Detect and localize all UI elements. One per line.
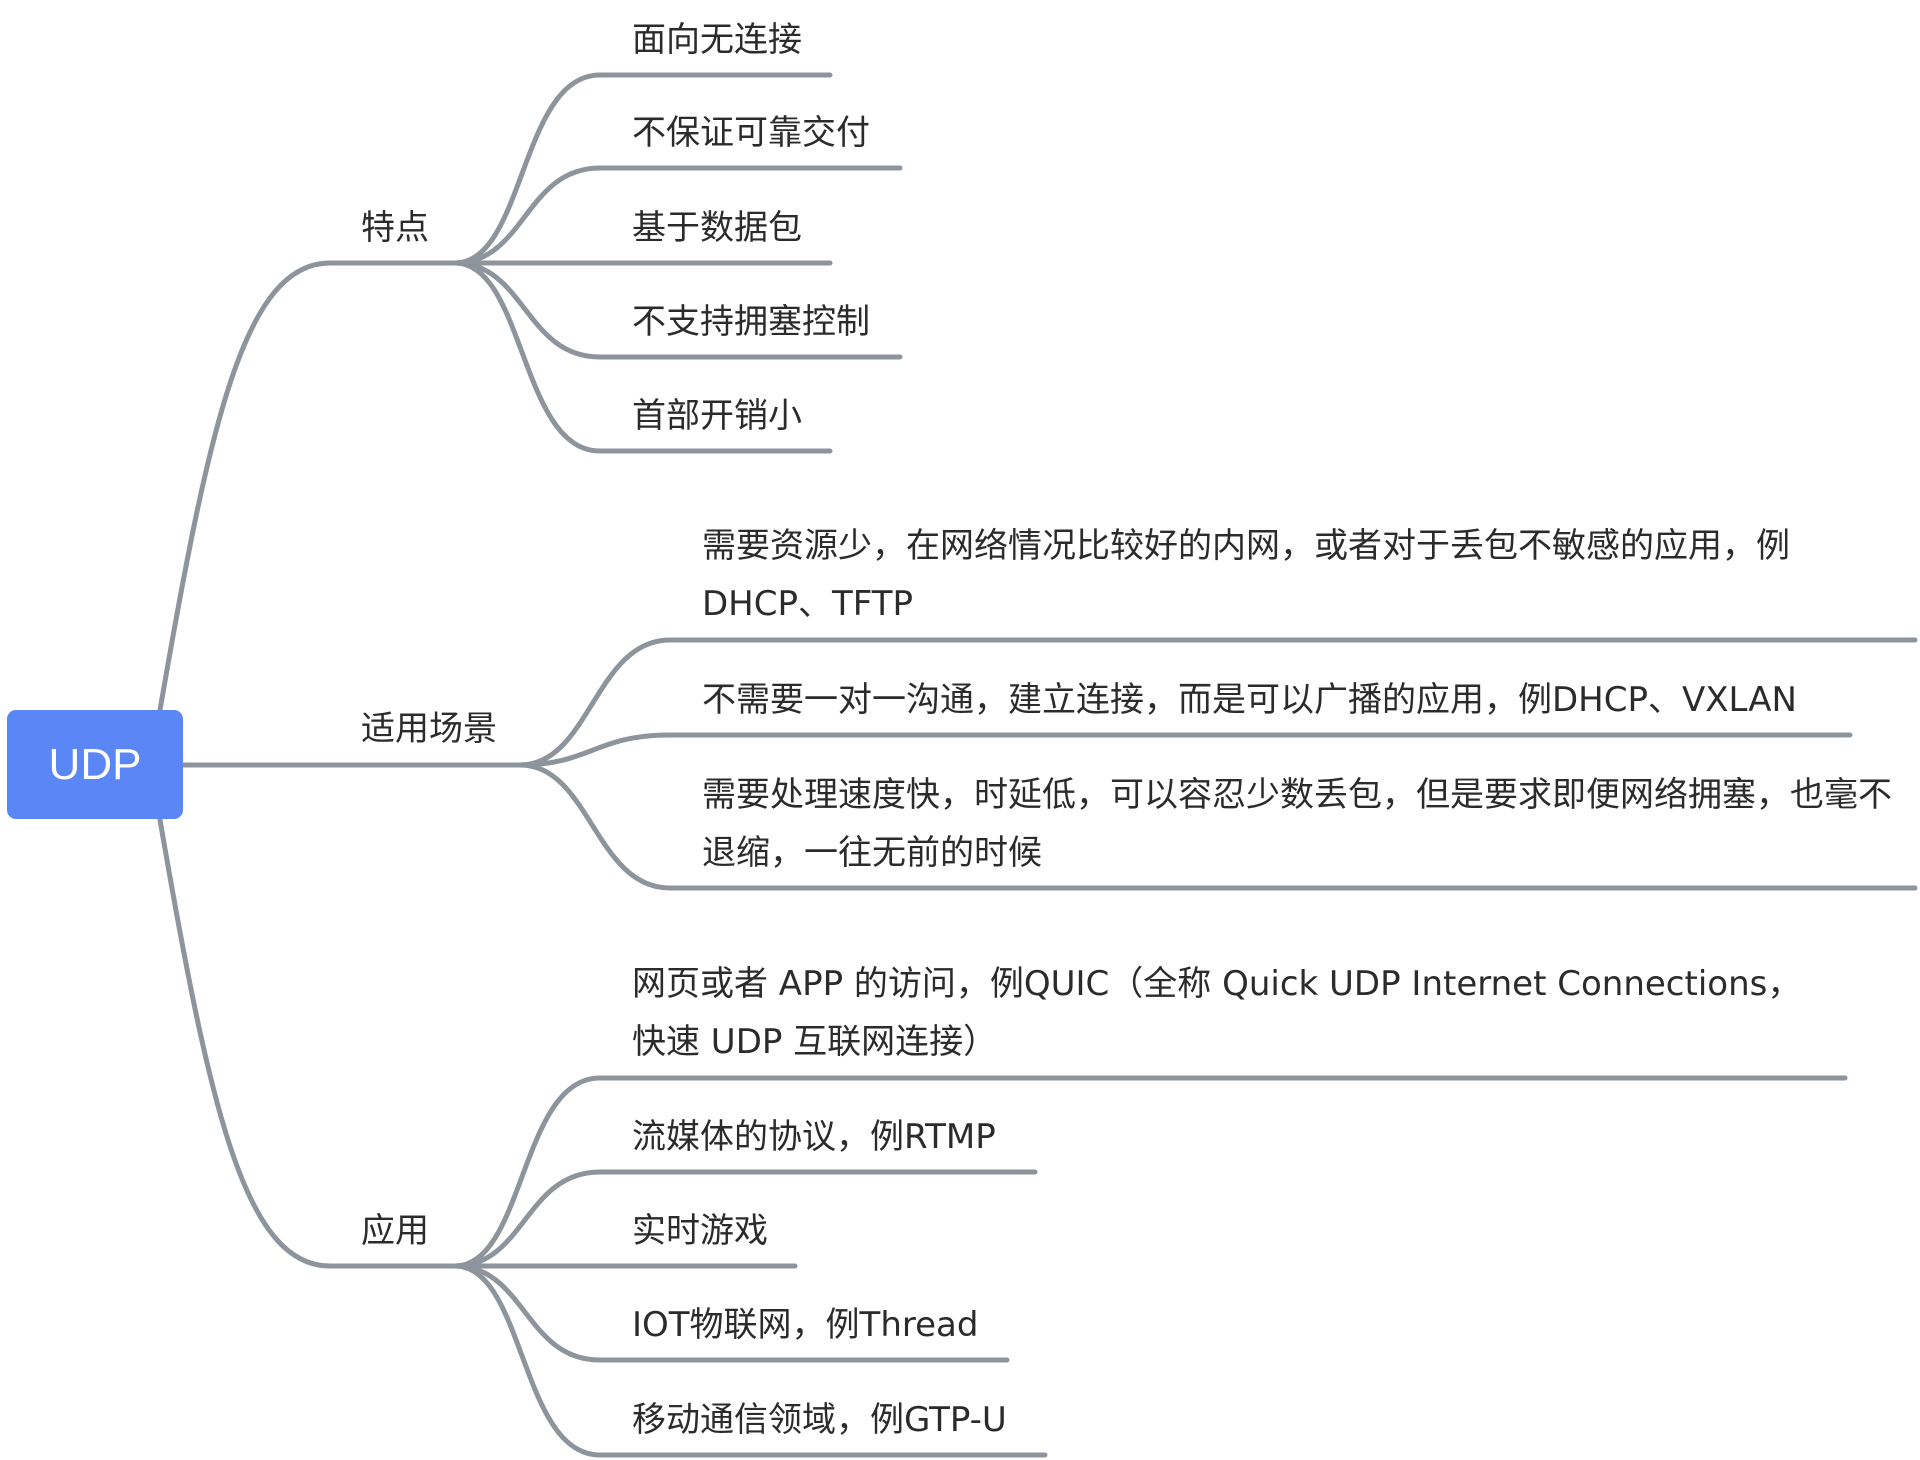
connector-scenario-3: [517, 762, 1918, 891]
application-item[interactable]: 移动通信领域，例GTP-U: [632, 1400, 1007, 1440]
feature-item[interactable]: 面向无连接: [632, 20, 802, 60]
connector-scenario-2: [517, 732, 1853, 768]
connector-app-5: [452, 1263, 1048, 1458]
application-item[interactable]: 网页或者 APP 的访问，例QUIC（全称 Quick UDP Internet…: [632, 964, 1802, 1062]
feature-item[interactable]: 不保证可靠交付: [632, 113, 870, 153]
feature-item[interactable]: 不支持拥塞控制: [632, 302, 870, 342]
scenario-item[interactable]: 需要处理速度快，时延低，可以容忍少数丢包，但是要求即便网络拥塞，也毫不退缩，一往…: [702, 775, 1892, 873]
scenario-item[interactable]: 需要资源少，在网络情况比较好的内网，或者对于丢包不敏感的应用，例DHCP、TFT…: [702, 526, 1790, 624]
application-item[interactable]: 流媒体的协议，例RTMP: [632, 1117, 996, 1157]
application-item[interactable]: 实时游戏: [632, 1211, 768, 1251]
branch-scenarios[interactable]: 适用场景: [361, 709, 497, 749]
connector-feature-1: [452, 72, 833, 266]
connector-app-4: [452, 1263, 1010, 1363]
connector-app-2: [452, 1169, 1038, 1269]
connector-feature-4: [452, 260, 903, 360]
root-node-label: UDP: [48, 739, 142, 789]
connector-feature-5: [452, 260, 833, 454]
connector-root-applications: [157, 817, 473, 1269]
connector-root-features: [157, 260, 473, 713]
connector-app-1: [452, 1075, 1848, 1269]
feature-item[interactable]: 基于数据包: [632, 208, 802, 248]
connector-scenario-1: [517, 637, 1918, 768]
branch-features[interactable]: 特点: [361, 208, 429, 248]
application-item[interactable]: IOT物联网，例Thread: [632, 1305, 979, 1345]
feature-item[interactable]: 首部开销小: [632, 396, 802, 436]
root-node[interactable]: UDP: [7, 710, 183, 819]
branch-applications[interactable]: 应用: [361, 1211, 429, 1251]
connector-feature-2: [452, 165, 903, 266]
scenario-item[interactable]: 不需要一对一沟通，建立连接，而是可以广播的应用，例DHCP、VXLAN: [702, 680, 1797, 720]
